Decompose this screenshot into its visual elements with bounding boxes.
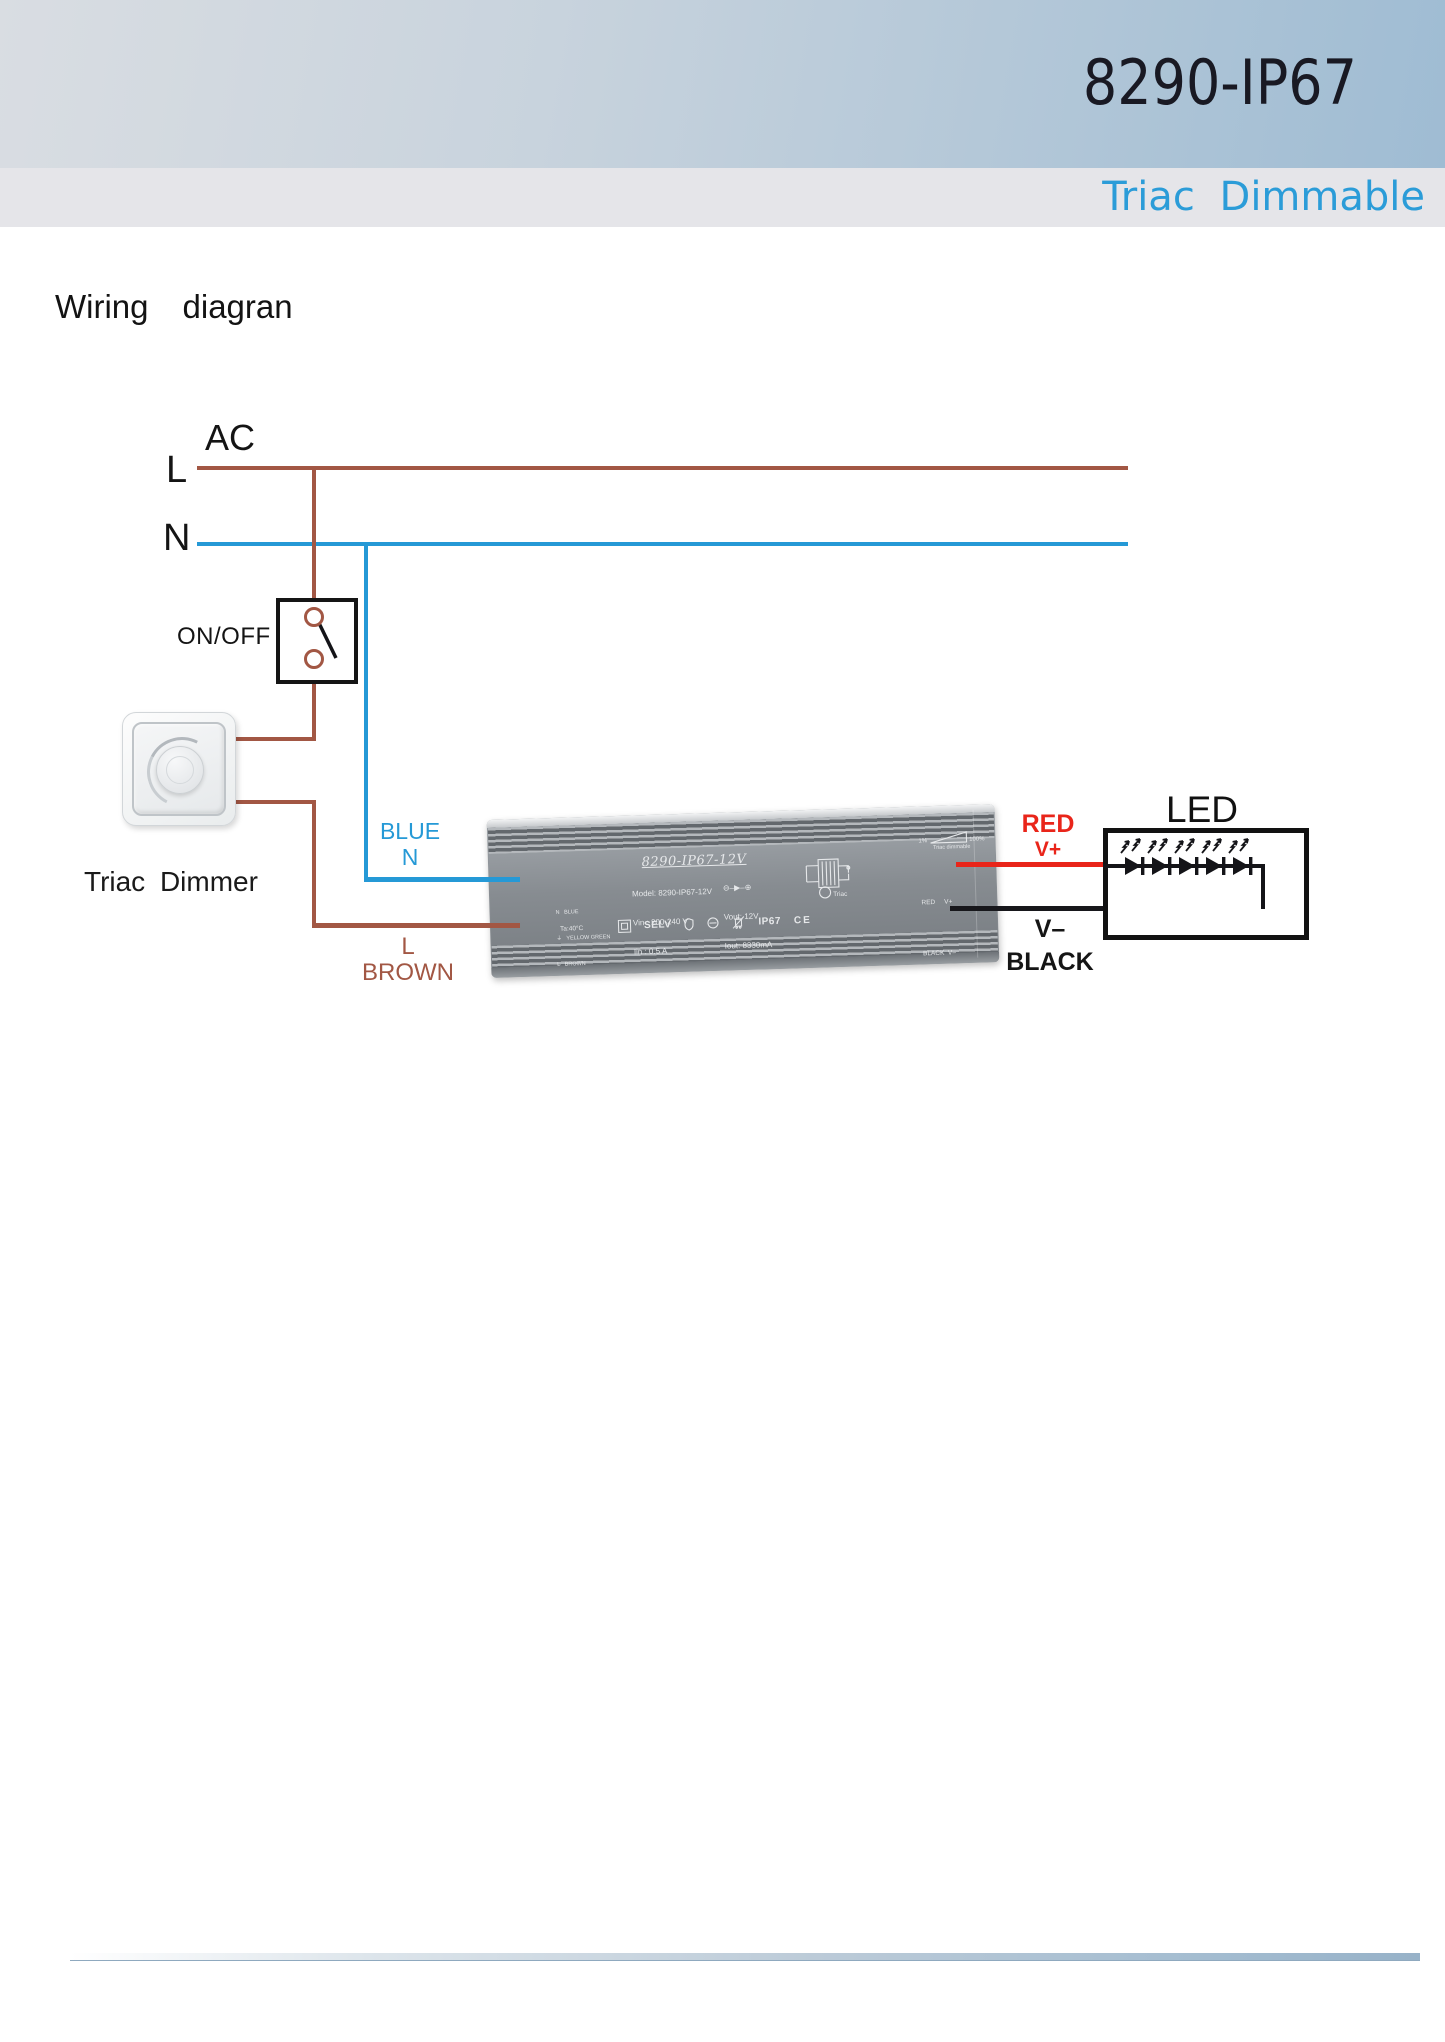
negative-wire-terminal: V– — [1034, 915, 1066, 943]
psu-temperature-rating: Ta:40°C — [560, 925, 584, 933]
neutral-wire-tag: BLUE N — [378, 818, 442, 870]
psu-legend-live: L BROWN — [557, 961, 586, 969]
onoff-switch-symbol — [304, 607, 338, 669]
neutral-wire-terminal: N — [401, 844, 419, 870]
psu-certification-row: SELV IP67 CE — [617, 913, 812, 933]
wire-dimmer-bottom-lead — [230, 800, 316, 804]
wire-dimmer-top-lead — [230, 737, 316, 741]
product-model-title: 8290-IP67 — [1082, 46, 1357, 120]
led-string-symbol — [1103, 838, 1265, 909]
wire-neutral-drop — [364, 542, 368, 881]
positive-wire-tag: RED V+ — [1010, 812, 1086, 862]
triac-dimmer-device — [122, 712, 236, 826]
psu-spec-iout: Iout: 8330mA — [724, 939, 773, 951]
section-title-word1: Wiring — [55, 288, 149, 325]
triac-circuit-icon: Triac — [805, 858, 851, 899]
psu-output-wire-legend: RED V+ BLACK V– — [920, 859, 957, 978]
weee-bin-icon — [733, 916, 745, 929]
psu-spec-iin: Iin : 0.5 A — [633, 946, 668, 957]
dimming-range-icon: 1% 100% Triac dimmable — [911, 830, 992, 852]
wire-neutral-into-psu — [364, 877, 520, 882]
wire-switch-to-dimmer-junction — [312, 668, 316, 741]
neutral-terminal-label: N — [163, 517, 191, 559]
live-wire-color: BROWN — [362, 959, 454, 986]
product-subtitle: Triac Dimmable — [1102, 174, 1425, 220]
wire-live-bus — [197, 466, 1128, 470]
psu-spec-model: Model: 8290-IP67-12V — [631, 887, 713, 899]
led-driver-photo: 8290-IP67-12V Model: 8290-IP67-12V Vin :… — [486, 804, 1000, 978]
positive-wire-color: RED — [1021, 810, 1075, 838]
psu-legend-earth: ⏚ YELLOW GREEN — [556, 934, 611, 942]
ramp-high-label: 100% — [969, 836, 985, 843]
live-terminal-label: L — [166, 449, 188, 491]
onoff-switch-label: ON/OFF — [177, 623, 271, 650]
section-title: Wiring diagran — [55, 288, 293, 326]
psu-legend-neutral: N BLUE — [555, 908, 579, 916]
negative-wire-tag: V– BLACK — [1003, 913, 1097, 979]
shield-icon — [684, 917, 694, 931]
footer-rule — [70, 1953, 1420, 1961]
ac-label: AC — [205, 417, 256, 458]
psu-polarity-mark: ⊖–▶–⊕ — [722, 882, 752, 893]
psu-legend-black: BLACK V– — [922, 949, 957, 958]
neutral-wire-color: BLUE — [379, 818, 441, 844]
seal-icon — [707, 917, 719, 929]
psu-spec-pout: Pout : 100 W(Max) — [725, 968, 793, 978]
positive-wire-terminal: V+ — [1034, 838, 1062, 861]
ramp-triangle-icon — [930, 831, 967, 844]
led-label: LED — [1166, 789, 1238, 830]
wire-live-drop-to-psu — [312, 800, 316, 927]
section-title-word2: diagran — [182, 288, 293, 325]
wire-positive-output — [956, 862, 1106, 867]
ce-mark: CE — [793, 914, 812, 926]
header-band: 8290-IP67 — [0, 0, 1445, 168]
live-wire-terminal: L — [401, 933, 415, 960]
triac-dimmer-label: Triac Dimmer — [84, 866, 258, 897]
wire-neutral-bus — [197, 542, 1128, 546]
wire-live-into-psu — [312, 923, 520, 928]
live-wire-tag: L BROWN — [352, 934, 464, 986]
dimmer-knob — [156, 746, 204, 794]
ramp-low-label: 1% — [918, 838, 928, 845]
selv-mark: SELV — [643, 918, 672, 931]
psu-input-wire-legend: N BLUE ⏚ YELLOW GREEN L BROWN — [555, 889, 612, 978]
triac-icon-label: Triac — [833, 891, 848, 898]
ip67-mark: IP67 — [758, 915, 782, 928]
wire-live-drop-to-switch — [312, 466, 316, 613]
psu-spec-freq: Freq : 50-60 Hz — [635, 973, 715, 978]
negative-wire-color: BLACK — [1006, 948, 1094, 976]
subtitle-band: Triac Dimmable — [0, 168, 1445, 227]
class-ii-icon — [617, 919, 632, 933]
